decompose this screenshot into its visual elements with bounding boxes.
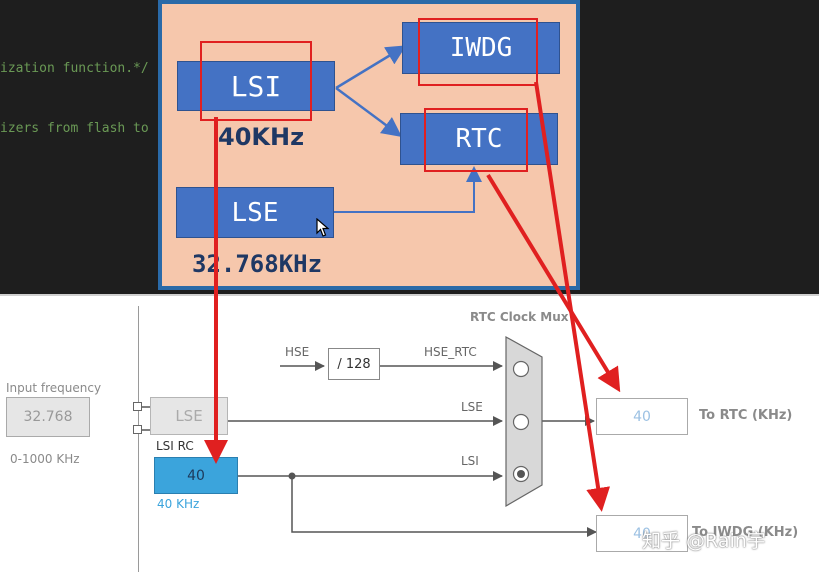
connector-port [133, 402, 142, 411]
hse-rtc-label: HSE_RTC [424, 345, 477, 359]
input-frequency-label: Input frequency [6, 381, 102, 395]
diagram-canvas: LSI 40KHz IWDG RTC LSE 32.768KHz [162, 4, 576, 286]
lsi-wire-label: LSI [461, 454, 479, 468]
lse-block-label: LSE [231, 197, 279, 228]
arrow-lse-to-rtc [334, 166, 482, 213]
rtc-block: RTC [400, 113, 558, 165]
diagram-arrows [334, 45, 482, 213]
connector-port [133, 425, 142, 434]
rtc-output-field[interactable]: 40 [596, 398, 688, 435]
mouse-cursor-icon [316, 218, 330, 237]
input-frequency-field[interactable]: 32.768 [6, 397, 90, 437]
iwdg-block: IWDG [402, 22, 560, 74]
panel-divider [138, 306, 139, 572]
lsi-highlight-box [200, 41, 312, 121]
to-rtc-label: To RTC (KHz) [699, 408, 793, 423]
lsi-rc-label: LSI RC [156, 439, 194, 453]
lsi-block: LSI [177, 61, 335, 111]
arrow-rtc-to-output [486, 173, 621, 393]
wire-lsi-to-iwdg [291, 476, 597, 537]
watermark-text: 知乎 @Rain宇 [642, 530, 766, 552]
mux-option-lse[interactable] [512, 413, 530, 431]
code-comment-line: ization function.*/ [0, 61, 149, 76]
rtc-block-label: RTC [455, 124, 503, 154]
lse-wire-label: LSE [461, 400, 483, 414]
iwdg-block-label: IWDG [449, 33, 513, 63]
to-iwdg-label: To IWDG (KHz) [692, 525, 799, 540]
iwdg-highlight-box [418, 18, 538, 86]
mux-option-lsi-selected [517, 470, 525, 478]
mux-option-hse[interactable] [512, 360, 530, 378]
code-comment-line: izers from flash to [0, 121, 149, 136]
arrow-iwdg-to-output [534, 81, 611, 512]
input-range-label: 0-1000 KHz [10, 452, 80, 466]
rtc-clock-mux-title: RTC Clock Mux [470, 310, 569, 324]
arrow-lsi-to-iwdg [335, 45, 407, 90]
lsi-block-label: LSI [230, 69, 282, 103]
lse-frequency: 32.768KHz [192, 250, 323, 278]
hse-divider-box[interactable]: / 128 [328, 348, 380, 380]
junction-dot [288, 472, 296, 480]
clock-source-diagram: LSI 40KHz IWDG RTC LSE 32.768KHz [158, 0, 580, 290]
lsi-khz-label: 40 KHz [157, 497, 200, 511]
arrow-lsi-to-rtc [335, 86, 403, 137]
iwdg-output-field[interactable]: 40 [596, 515, 688, 552]
hse-label: HSE [285, 345, 310, 359]
lsi-frequency: 40KHz [218, 123, 305, 151]
lse-block: LSE [176, 187, 334, 238]
rtc-highlight-box [424, 108, 528, 172]
